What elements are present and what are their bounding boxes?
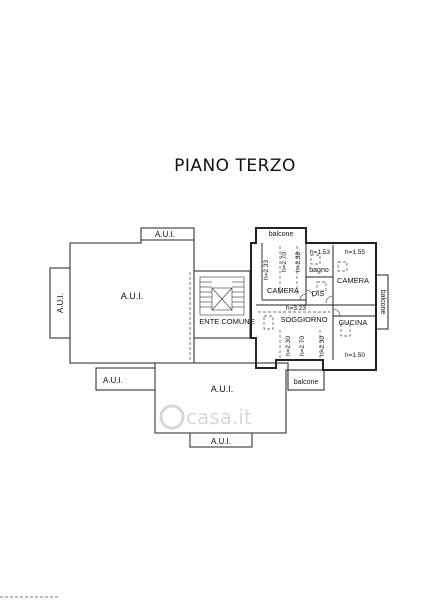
height-label: h=1.53 <box>310 249 330 256</box>
dis-label: DIS <box>312 289 325 298</box>
ente-comune-label: ENTE COMUNE <box>199 317 254 326</box>
height-label: h=2.70 <box>299 336 306 356</box>
plan-title: PIANO TERZO <box>174 156 296 176</box>
height-label: h=2.38 <box>295 252 302 272</box>
bottom-block <box>95 362 289 448</box>
camera-left-label: CAMERA <box>267 286 299 295</box>
height-label: h=2.30 <box>319 336 326 356</box>
balcone-label-bottom: balcone <box>294 379 319 386</box>
watermark: casa.it <box>159 404 252 430</box>
balcone-label-right: balcone <box>379 290 386 315</box>
aui-label-bottom: A.U.I. <box>211 437 231 446</box>
aui-label-left-main: A.U.I. <box>121 291 144 301</box>
aui-label-top: A.U.I. <box>155 230 175 239</box>
left-block <box>49 227 195 364</box>
height-label: h=2.33 <box>263 260 270 280</box>
height-label: h=2.70 <box>281 252 288 272</box>
height-label: h=2.30 <box>285 336 292 356</box>
aui-label-bottom-left: A.U.I. <box>103 376 123 385</box>
watermark-text: casa.it <box>186 405 252 429</box>
bagno-label: bagno <box>309 267 329 274</box>
camera-right-label: CAMERA <box>337 276 369 285</box>
height-label: h=3.23 <box>286 305 306 312</box>
cucina-label: CUCINA <box>339 318 368 327</box>
height-label: h=1.50 <box>345 352 365 359</box>
balcone-label-top: balcone <box>269 231 294 238</box>
soggiorno-label: SOGGIORNO <box>280 315 327 324</box>
aui-label-bottom-main: A.U.I. <box>211 384 234 394</box>
height-label: h=1.55 <box>345 249 365 256</box>
aui-label-left-side: A.U.I. <box>56 293 65 313</box>
apartment <box>250 227 389 391</box>
